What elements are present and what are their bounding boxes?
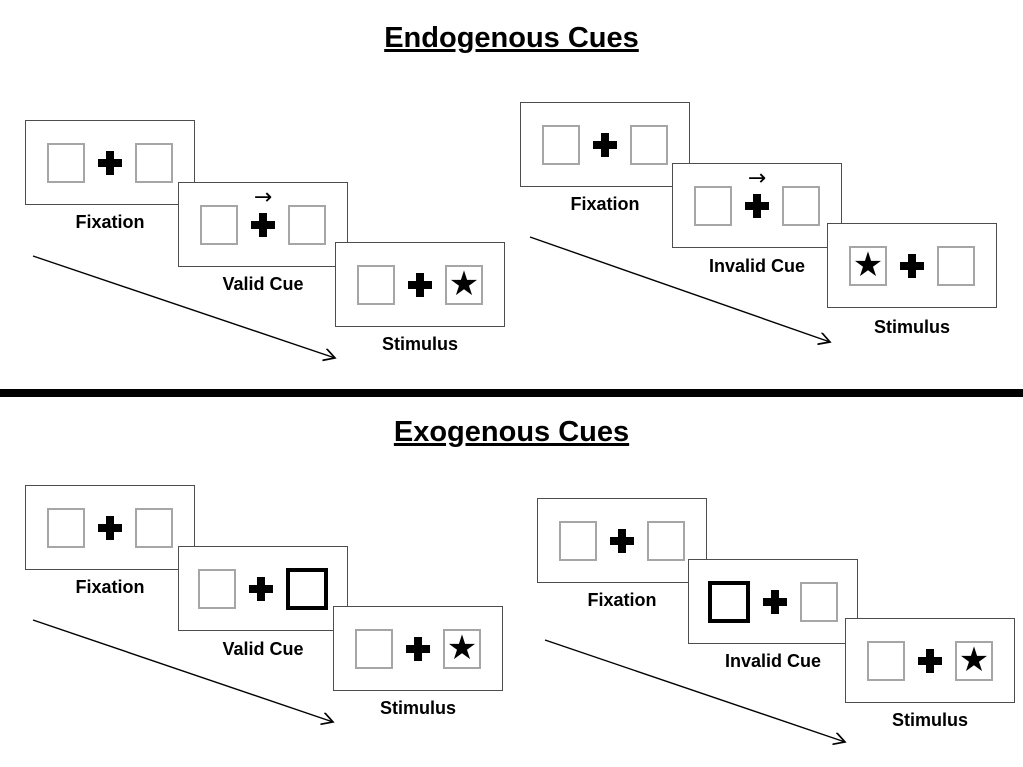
- panel-label: Stimulus: [873, 317, 950, 337]
- panel-label: Valid Cue: [222, 274, 304, 294]
- placeholder-box-right: [288, 204, 326, 245]
- panel-label: Stimulus: [381, 334, 458, 354]
- cue-box-right: [286, 567, 328, 610]
- fixation-cross-icon: [98, 150, 122, 175]
- placeholder-box-right: [782, 185, 820, 226]
- trial-panel-stimulus: ★: [827, 223, 997, 308]
- placeholder-box-right: [135, 507, 173, 548]
- star-icon: ★: [448, 263, 480, 304]
- fixation-cross-icon: [918, 648, 942, 673]
- section-title-exogenous: Exogenous Cues: [0, 416, 1023, 449]
- star-icon: ★: [852, 244, 884, 285]
- target-box-right: ★: [445, 263, 483, 305]
- fixation-cross-icon: [763, 589, 787, 614]
- placeholder-box-left: [47, 142, 85, 183]
- fixation-cross-icon: [251, 212, 275, 237]
- panel-label: Invalid Cue: [724, 651, 822, 671]
- timeline-arrow: [32, 619, 342, 728]
- placeholder-box-right: [630, 124, 668, 165]
- timeline-arrow: [529, 236, 837, 348]
- placeholder-box-left: [559, 520, 597, 561]
- placeholder-box-right: [800, 581, 838, 622]
- trial-panel-fixation: [25, 485, 195, 570]
- placeholder-box-left: [198, 568, 236, 609]
- fixation-cross-icon: [610, 528, 634, 553]
- trial-panel-stimulus: ★: [845, 618, 1015, 703]
- placeholder-box-right: [647, 520, 685, 561]
- trial-panel-valid-cue: [178, 546, 348, 631]
- cue-box-left: [708, 580, 750, 623]
- fixation-cross-icon: [98, 515, 122, 540]
- placeholder-box-right: [135, 142, 173, 183]
- trial-panel-fixation: [25, 120, 195, 205]
- right-arrow-icon: →: [747, 165, 767, 191]
- placeholder-box-left: [355, 628, 393, 669]
- right-arrow-icon: →: [253, 184, 273, 210]
- panel-label: Valid Cue: [222, 639, 304, 659]
- placeholder-box-left: [357, 264, 395, 305]
- panel-label: Fixation: [570, 194, 640, 214]
- placeholder-box-right: [937, 245, 975, 286]
- fixation-cross-icon: [745, 193, 769, 218]
- panel-label: Stimulus: [891, 710, 968, 730]
- section-title-endogenous: Endogenous Cues: [0, 22, 1023, 55]
- fixation-cross-icon: [249, 576, 273, 601]
- placeholder-box-left: [542, 124, 580, 165]
- panel-label: Invalid Cue: [708, 256, 806, 276]
- trial-panel-stimulus: ★: [333, 606, 503, 691]
- trial-panel-fixation: [537, 498, 707, 583]
- fixation-cross-icon: [900, 253, 924, 278]
- placeholder-box-left: [47, 507, 85, 548]
- section-divider: [0, 389, 1023, 397]
- timeline-arrow: [32, 255, 342, 364]
- placeholder-box-left: [694, 185, 732, 226]
- trial-panel-fixation: [520, 102, 690, 187]
- trial-panel-invalid-cue: →: [672, 163, 842, 248]
- panel-label: Fixation: [75, 212, 145, 232]
- placeholder-box-left: [200, 204, 238, 245]
- section-title-text: Endogenous Cues: [384, 22, 639, 54]
- trial-panel-valid-cue: →: [178, 182, 348, 267]
- fixation-cross-icon: [408, 272, 432, 297]
- target-box-right: ★: [443, 627, 481, 669]
- target-box-right: ★: [955, 639, 993, 681]
- panel-label: Fixation: [75, 577, 145, 597]
- fixation-cross-icon: [406, 636, 430, 661]
- star-icon: ★: [446, 627, 478, 668]
- star-icon: ★: [958, 639, 990, 680]
- panel-label: Fixation: [587, 590, 657, 610]
- trial-panel-invalid-cue: [688, 559, 858, 644]
- trial-panel-stimulus: ★: [335, 242, 505, 327]
- panel-label: Stimulus: [379, 698, 456, 718]
- timeline-arrow: [544, 639, 852, 748]
- placeholder-box-left: [867, 640, 905, 681]
- section-title-text: Exogenous Cues: [393, 416, 630, 448]
- target-box-left: ★: [849, 244, 887, 286]
- fixation-cross-icon: [593, 132, 617, 157]
